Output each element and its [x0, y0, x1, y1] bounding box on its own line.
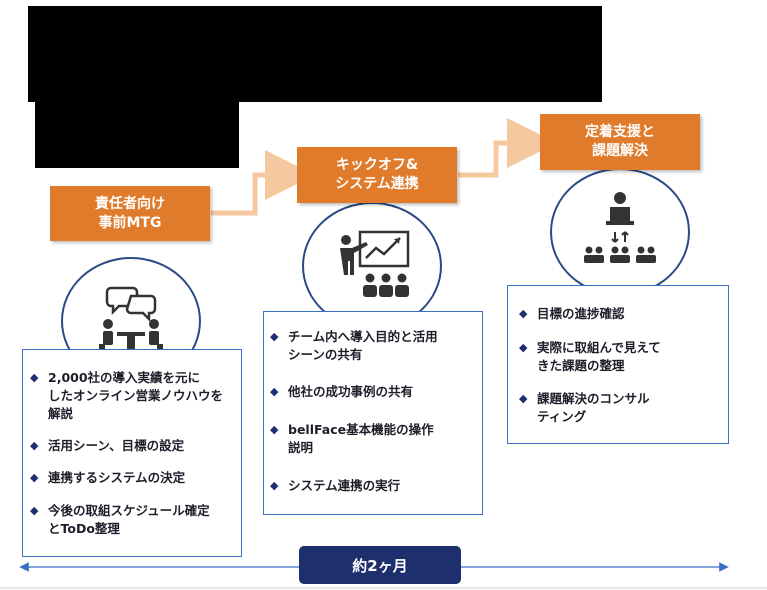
bullet-diamond-icon: ◆: [30, 471, 39, 484]
phase3-item-3: ◆ 課題解決のコンサルティング: [519, 391, 650, 424]
phase3-title-line1: 定着支援と: [585, 124, 655, 140]
phase2-title-line1: キックオフ&: [335, 157, 419, 173]
redacted-title-block: [28, 6, 602, 102]
bullet-diamond-icon: ◆: [30, 371, 39, 384]
phase1-title-line2: 事前MTG: [98, 214, 162, 231]
phase1-item-2: ◆ 活用シーン、目標の設定: [30, 438, 185, 453]
phase1-item-3: ◆ 連携するシステムの決定: [30, 470, 186, 485]
phase2-panel: [263, 311, 483, 515]
bullet-diamond-icon: ◆: [30, 504, 39, 517]
phase3-item-2: ◆ 実際に取組んで見えてきた課題の整理: [519, 340, 661, 373]
phase1-title-line1: 責任者向け: [95, 195, 165, 212]
bullet-diamond-icon: ◆: [270, 385, 279, 398]
presentation-icon: [330, 228, 414, 304]
bullet-diamond-icon: ◆: [30, 439, 39, 452]
redacted-subtitle-block: [35, 100, 239, 168]
bullet-diamond-icon: ◆: [519, 307, 528, 320]
phase3-panel: [507, 285, 729, 444]
phase2-item-4: ◆ システム連携の実行: [270, 478, 401, 493]
arrow-phase2-to-phase3: [458, 118, 557, 178]
phase2-icon-circle: [302, 202, 442, 330]
arrow-phase1-to-phase2: [211, 150, 315, 216]
phase2-item-3: ◆ bellFace基本機能の操作説明: [270, 422, 434, 455]
phase2-title-line2: システム連携: [335, 176, 419, 192]
phase2-item-2: ◆ 他社の成功事例の共有: [270, 384, 414, 399]
phase2-title-box: キックオフ& システム連携: [297, 147, 457, 203]
phase3-title-box: 定着支援と 課題解決: [540, 114, 700, 170]
phase2-item-1: ◆ チーム内へ導入目的と活用シーンの共有: [270, 329, 438, 362]
bullet-diamond-icon: ◆: [519, 341, 528, 354]
phase1-title-box: 責任者向け 事前MTG: [50, 186, 210, 241]
phase1-item-4: ◆ 今後の取組スケジュール確定とToDo整理: [30, 503, 210, 536]
bullet-diamond-icon: ◆: [270, 330, 279, 343]
bullet-diamond-icon: ◆: [270, 423, 279, 436]
bullet-diamond-icon: ◆: [519, 392, 528, 405]
phase3-title-line2: 課題解決: [592, 143, 648, 159]
period-label: 約2ヶ月: [352, 556, 408, 575]
meeting-people-icon: [91, 284, 171, 358]
leader-team-icon: [575, 190, 665, 274]
phase3-item-1: ◆ 目標の進捗確認: [519, 306, 625, 321]
period-badge: 約2ヶ月: [299, 546, 461, 584]
phase1-item-1: ◆ 2,000社の導入実績を元にしたオンライン営業ノウハウを解説: [30, 370, 224, 421]
phase1-panel: [22, 349, 242, 557]
phase3-icon-circle: [550, 168, 690, 296]
bullet-diamond-icon: ◆: [270, 479, 279, 492]
